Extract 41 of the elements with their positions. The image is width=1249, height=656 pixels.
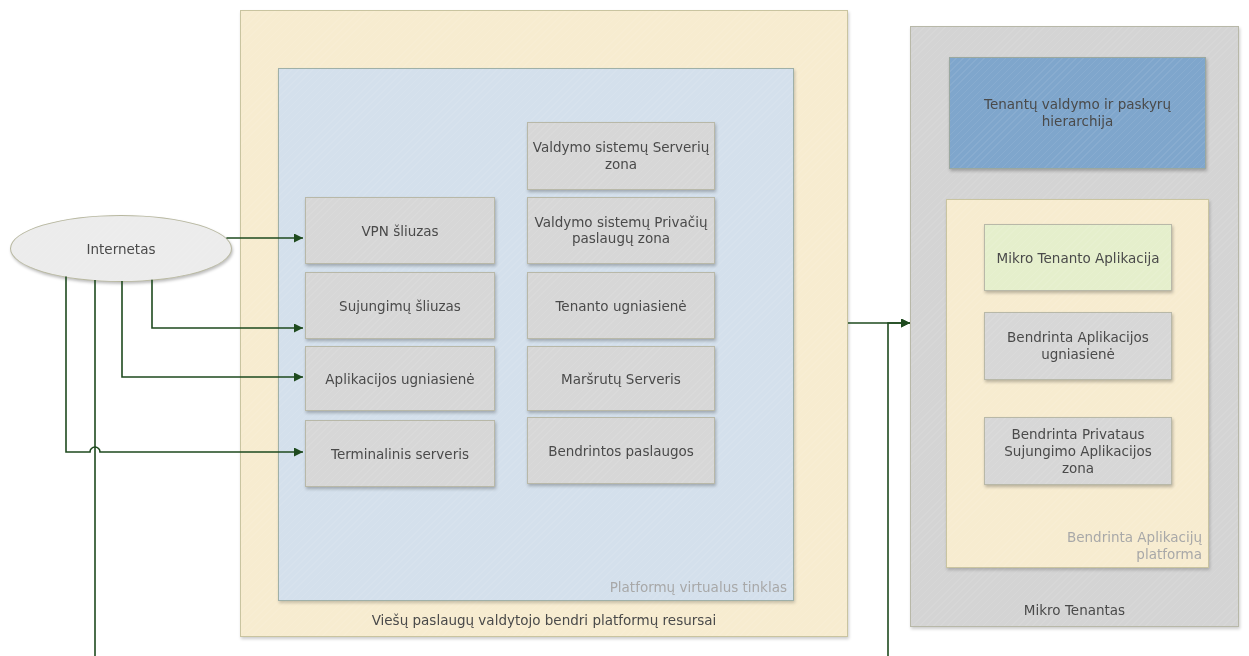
component-box bbox=[305, 197, 495, 264]
node-label: Valdymo sistemų Serverių zona bbox=[532, 139, 710, 173]
node-label: Aplikacijos ugniasienė bbox=[324, 370, 476, 387]
network-panel bbox=[278, 68, 794, 601]
component-box bbox=[527, 346, 715, 411]
arrow bbox=[151, 278, 304, 333]
node-label: Tenanto ugniasienė bbox=[554, 297, 688, 314]
node-label: Terminalinis serveris bbox=[330, 445, 470, 462]
node-label: Bendrinta Aplikacijos ugniasienė bbox=[1006, 329, 1150, 363]
node-label: Internetas bbox=[85, 240, 157, 257]
arrow bbox=[225, 233, 304, 243]
node-label: Sujungimų šliuzas bbox=[338, 297, 462, 314]
component-box bbox=[305, 420, 495, 487]
node-label: Maršrutų Serveris bbox=[560, 370, 682, 387]
component-box bbox=[527, 417, 715, 484]
node-label: Platformų virtualus tinklas bbox=[609, 579, 787, 596]
arrow bbox=[65, 275, 304, 457]
node-label: Tenantų valdymo ir paskyrų hierarchija bbox=[983, 96, 1172, 130]
component-box bbox=[305, 346, 495, 411]
component-box bbox=[949, 57, 1206, 169]
node-label: Bendrinta Privataus Sujungimo Aplikacijos zona bbox=[1003, 425, 1153, 477]
node-label: Bendrintos paslaugos bbox=[547, 442, 695, 459]
arrow bbox=[887, 318, 911, 656]
component-box bbox=[527, 272, 715, 339]
node-label: Mikro Tenanto Aplikacija bbox=[995, 249, 1161, 266]
component-box bbox=[984, 224, 1172, 291]
component-box bbox=[527, 122, 715, 190]
node-label: Mikro Tenantas bbox=[1022, 602, 1127, 619]
component-box bbox=[984, 417, 1172, 485]
component-box bbox=[527, 197, 715, 264]
node-label: Viešų paslaugų valdytojo bendri platformų resursai bbox=[370, 612, 718, 629]
zone-panel bbox=[240, 10, 848, 637]
zone-panel bbox=[946, 199, 1209, 568]
component-box bbox=[984, 312, 1172, 380]
node-label: Valdymo sistemų Privačių paslaugų zona bbox=[533, 213, 709, 248]
arrow bbox=[121, 280, 304, 382]
tenant-panel bbox=[910, 26, 1239, 627]
connector-line bbox=[94, 279, 96, 656]
node-label: VPN šliuzas bbox=[360, 222, 440, 239]
component-box bbox=[305, 272, 495, 339]
node-label: Bendrinta Aplikacijų platforma bbox=[1065, 529, 1202, 563]
